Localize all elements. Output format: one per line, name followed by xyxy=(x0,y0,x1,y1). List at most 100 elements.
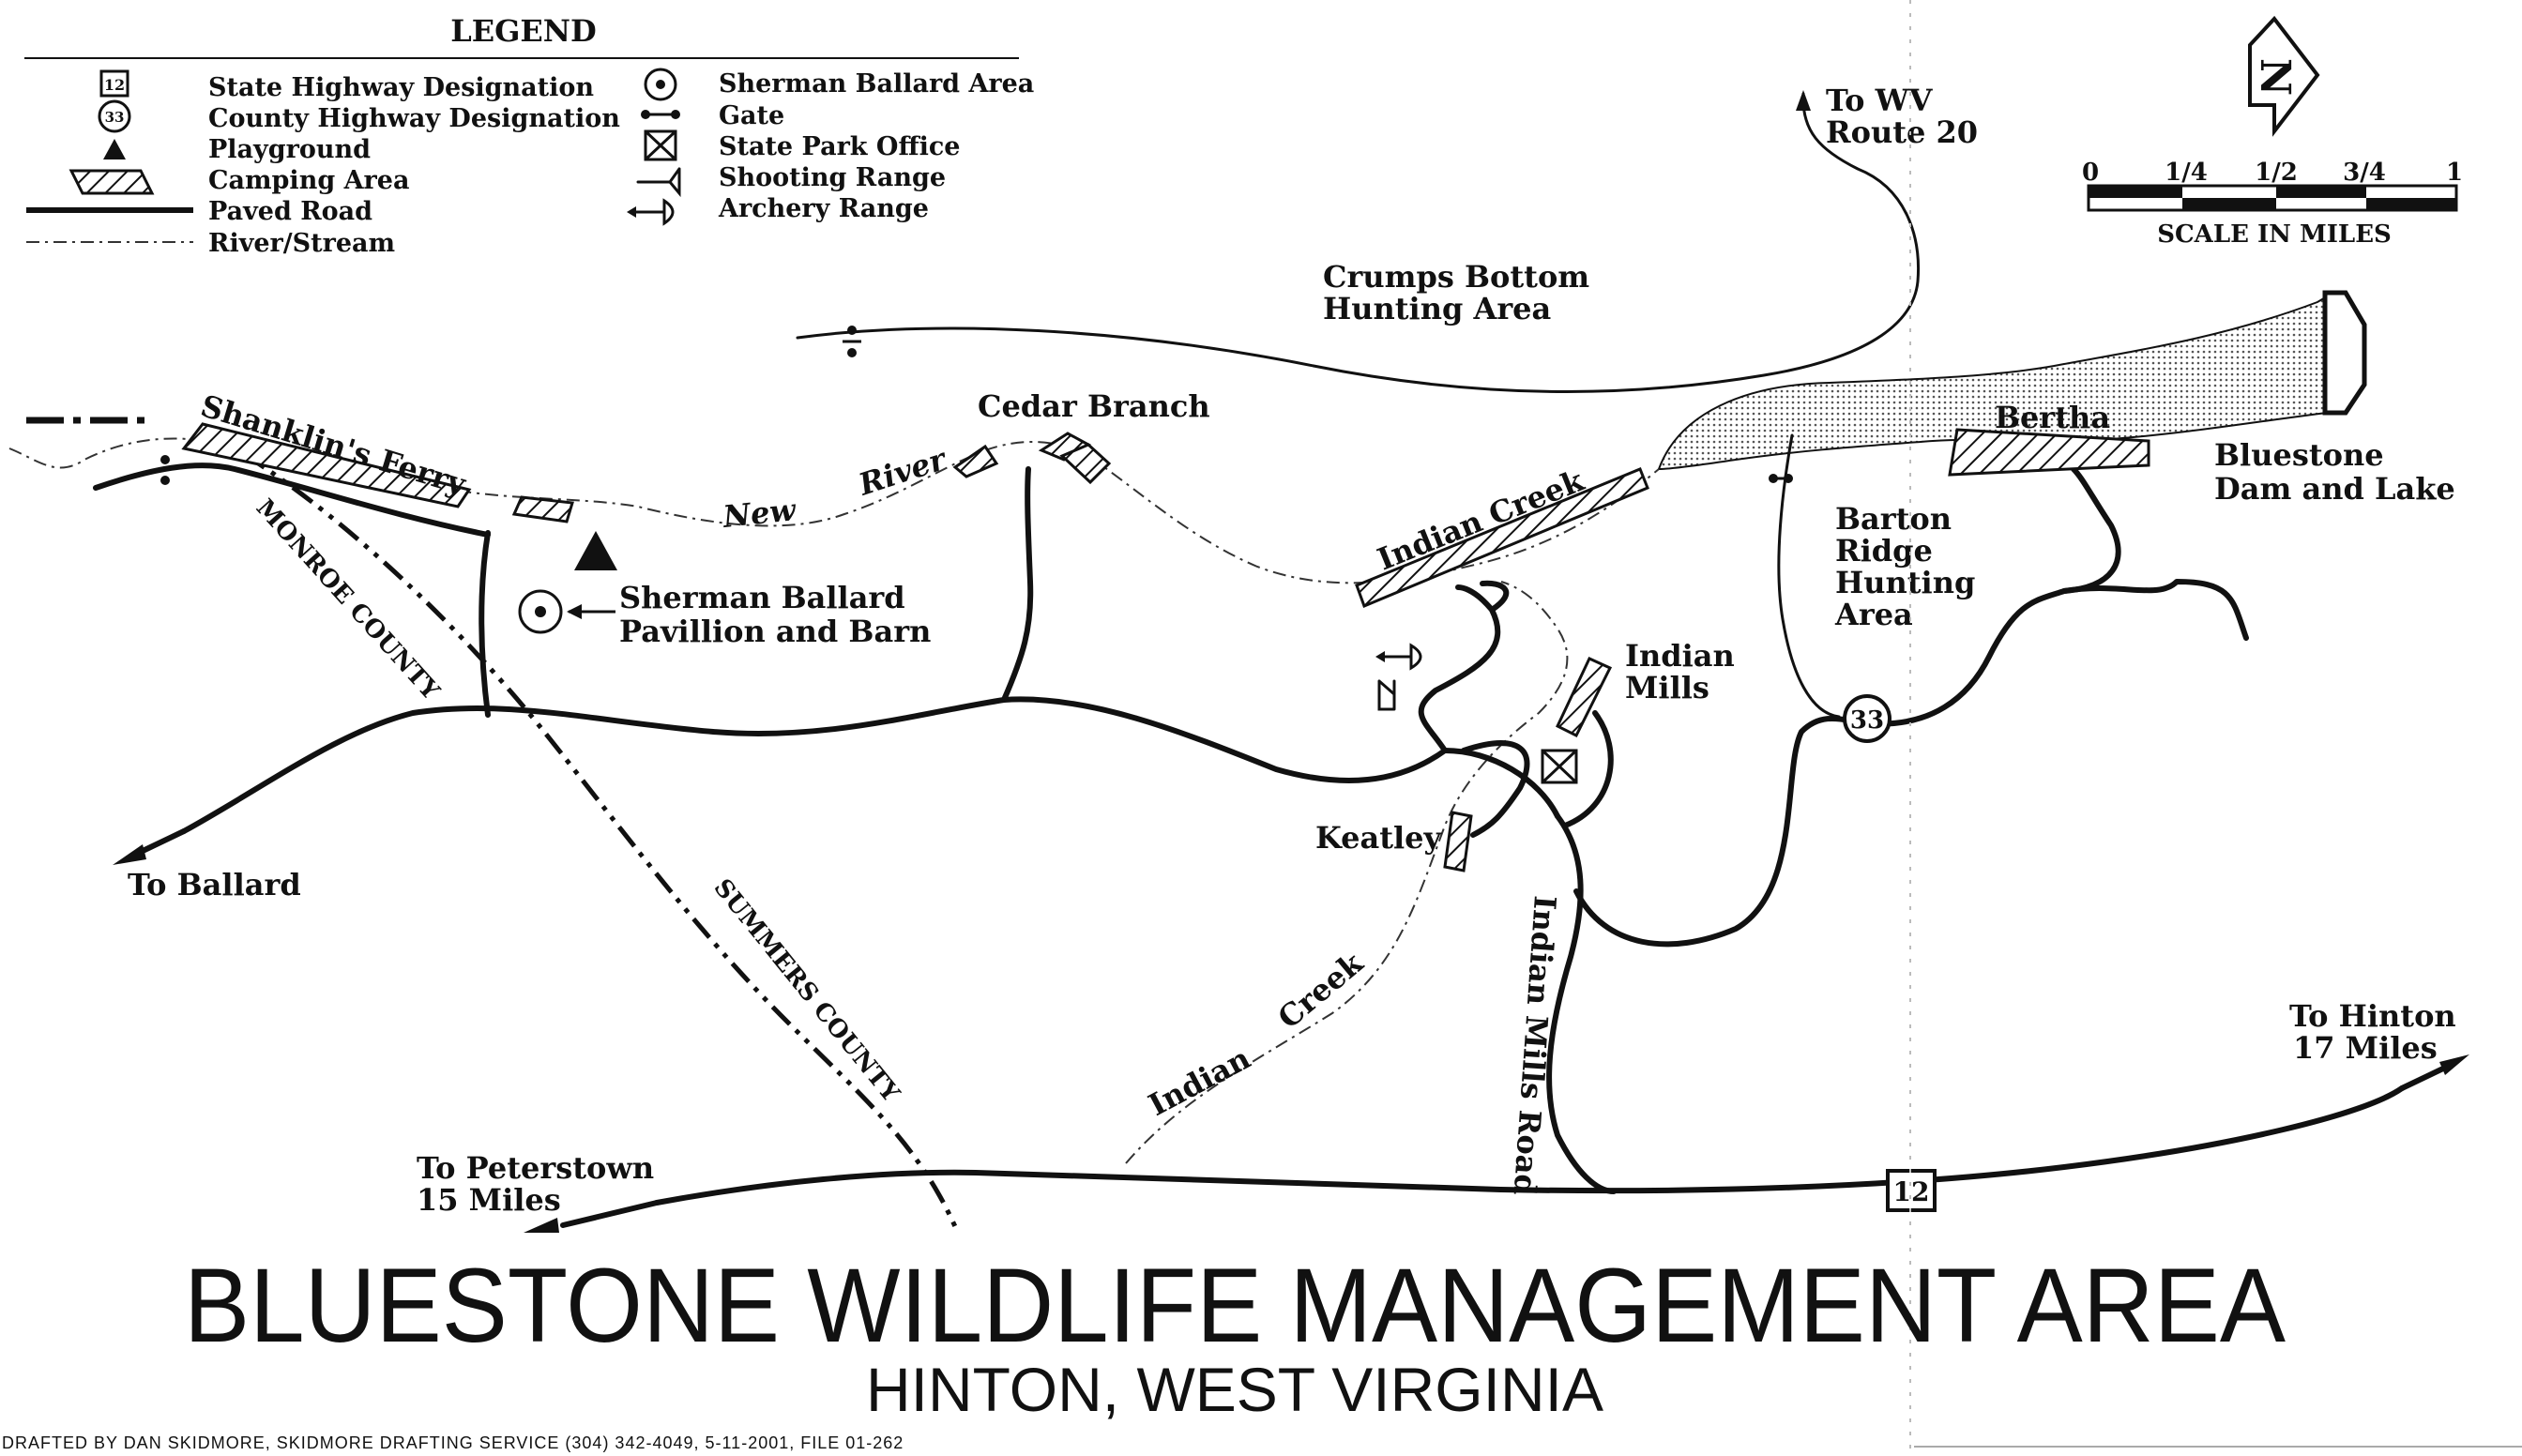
legend-label: Shooting Range xyxy=(719,163,946,192)
legend-label: Camping Area xyxy=(208,166,409,195)
bluestone-dam-icon xyxy=(2322,290,2367,416)
gate-marker-icon xyxy=(1769,474,1793,483)
indian-creek-spur xyxy=(1480,580,1510,613)
legend-label: Paved Road xyxy=(208,197,372,226)
county-highway-circle-icon: 33 xyxy=(98,99,131,133)
svg-text:12: 12 xyxy=(104,76,125,94)
camping-area-indian-creek xyxy=(1355,467,1649,608)
scale-tick: 1/2 xyxy=(2255,159,2298,187)
label-to-hinton: To Hinton xyxy=(2289,998,2456,1034)
label-monroe-county: MONROE COUNTY xyxy=(251,494,445,706)
sherman-ballard-dot-icon xyxy=(644,68,677,101)
arrow-to-hinton-icon xyxy=(2439,1054,2469,1075)
county-boundary-line xyxy=(242,451,960,1232)
indian-mills-connector xyxy=(1442,748,1560,819)
indian-mills-road xyxy=(1546,813,1617,1194)
label-hunting-area: Hunting Area xyxy=(1323,291,1551,326)
label-indian-creek-lower: Indian xyxy=(1143,1040,1256,1123)
legend: LEGEND 12 33 State Highway Designation C… xyxy=(24,13,1034,258)
svg-text:33: 33 xyxy=(1850,706,1884,735)
camping-area-west xyxy=(511,495,574,523)
arrow-to-ballard-icon xyxy=(113,844,146,865)
to-peterstown-road xyxy=(560,1200,660,1228)
drafting-credit: DRAFTED BY DAN SKIDMORE, SKIDMORE DRAFTI… xyxy=(2,1433,904,1452)
label-to-ballard: To Ballard xyxy=(128,867,301,902)
route-20-road xyxy=(796,92,1921,393)
shooting-range-marker-icon xyxy=(1377,679,1396,711)
scale-tick: 3/4 xyxy=(2343,159,2386,187)
keatley-road xyxy=(1461,740,1530,838)
label-route-20: Route 20 xyxy=(1826,114,1978,150)
legend-label: Sherman Ballard Area xyxy=(719,69,1034,99)
label-indian: Indian xyxy=(1625,638,1735,674)
bertha-road xyxy=(2061,466,2121,594)
label-river: River xyxy=(854,441,952,503)
svg-text:33: 33 xyxy=(105,109,125,126)
bluestone-lake xyxy=(1657,295,2328,471)
legend-label: State Park Office xyxy=(719,132,960,161)
camping-area-keatley xyxy=(1443,811,1473,872)
gate-marker-icon xyxy=(843,326,861,357)
state-park-office-marker-icon xyxy=(1541,749,1578,784)
route-12-shield-icon: 12 xyxy=(1886,1169,1937,1212)
label-cedar-branch: Cedar Branch xyxy=(978,388,1210,424)
archery-range-icon xyxy=(627,198,675,226)
map-subtitle: HINTON, WEST VIRGINIA xyxy=(866,1355,1603,1424)
north-letter: N xyxy=(2251,58,2299,96)
state-highway-shield-icon: 12 xyxy=(99,69,129,98)
scale-bar: 0 1/4 1/2 3/4 1 SCALE IN MILES xyxy=(2082,159,2463,249)
legend-label: River/Stream xyxy=(208,229,395,258)
label-mills: Mills xyxy=(1625,670,1709,705)
legend-label: Archery Range xyxy=(718,194,929,223)
camping-area-shanklins-ferry xyxy=(181,422,472,508)
route-12-highway xyxy=(654,1085,2405,1206)
svg-text:12: 12 xyxy=(1893,1176,1930,1207)
main-road xyxy=(181,696,1448,834)
indian-creek-road xyxy=(1418,584,1501,753)
arrow-to-peterstown-icon xyxy=(524,1218,559,1233)
legend-label: County Highway Designation xyxy=(208,104,620,133)
label-barton: Barton xyxy=(1835,501,1952,537)
label-indian-mills-road: Indian Mills Road xyxy=(1507,894,1563,1196)
camping-area-cedar-branch-3 xyxy=(1059,443,1112,485)
label-15-miles: 15 Miles xyxy=(417,1182,561,1218)
route-33-shield-icon: 33 xyxy=(1843,694,1892,743)
legend-label: Playground xyxy=(208,135,371,164)
label-bluestone: Bluestone xyxy=(2214,437,2384,473)
to-hinton-road xyxy=(2399,1065,2448,1091)
label-sherman-ballard: Sherman Ballard xyxy=(619,580,905,615)
state-park-office-icon xyxy=(644,129,677,161)
to-ballard-road xyxy=(138,828,187,855)
label-to-wv: To WV xyxy=(1826,83,1934,118)
arrow-to-wv-route-20-icon xyxy=(1796,90,1811,111)
park-office-road xyxy=(1562,710,1614,828)
scale-tick: 1 xyxy=(2446,159,2463,187)
label-area: Area xyxy=(1834,597,1913,632)
shooting-range-icon xyxy=(636,167,681,198)
label-new: New xyxy=(721,492,798,535)
label-dam-and-lake: Dam and Lake xyxy=(2214,471,2455,507)
scale-tick: 1/4 xyxy=(2165,159,2208,187)
label-crumps-bottom: Crumps Bottom xyxy=(1323,259,1589,295)
label-17-miles: 17 Miles xyxy=(2293,1030,2438,1066)
legend-label: Gate xyxy=(719,101,784,130)
north-arrow-icon: N xyxy=(2248,15,2320,137)
playground-icon xyxy=(574,531,617,570)
pointer-arrow-icon xyxy=(567,604,582,619)
map-title: BLUESTONE WILDLIFE MANAGEMENT AREA xyxy=(184,1247,2286,1364)
label-ridge: Ridge xyxy=(1835,533,1933,569)
barton-ridge-track xyxy=(1777,433,1841,719)
sherman-ballard-marker-icon xyxy=(518,589,563,634)
camping-area-indian-mills xyxy=(1556,657,1613,738)
camping-hatch-icon xyxy=(68,169,155,195)
shanklins-ferry-road xyxy=(93,463,491,538)
cedar-branch-road xyxy=(1001,466,1034,703)
scale-tick: 0 xyxy=(2082,159,2099,187)
label-keatley: Keatley xyxy=(1315,820,1443,856)
gate-icon xyxy=(641,110,680,119)
camping-area-cedar-branch xyxy=(952,444,999,478)
label-to-peterstown: To Peterstown xyxy=(417,1150,654,1186)
label-hunting: Hunting xyxy=(1835,565,1975,600)
label-pavillion-and-barn: Pavillion and Barn xyxy=(619,614,931,649)
